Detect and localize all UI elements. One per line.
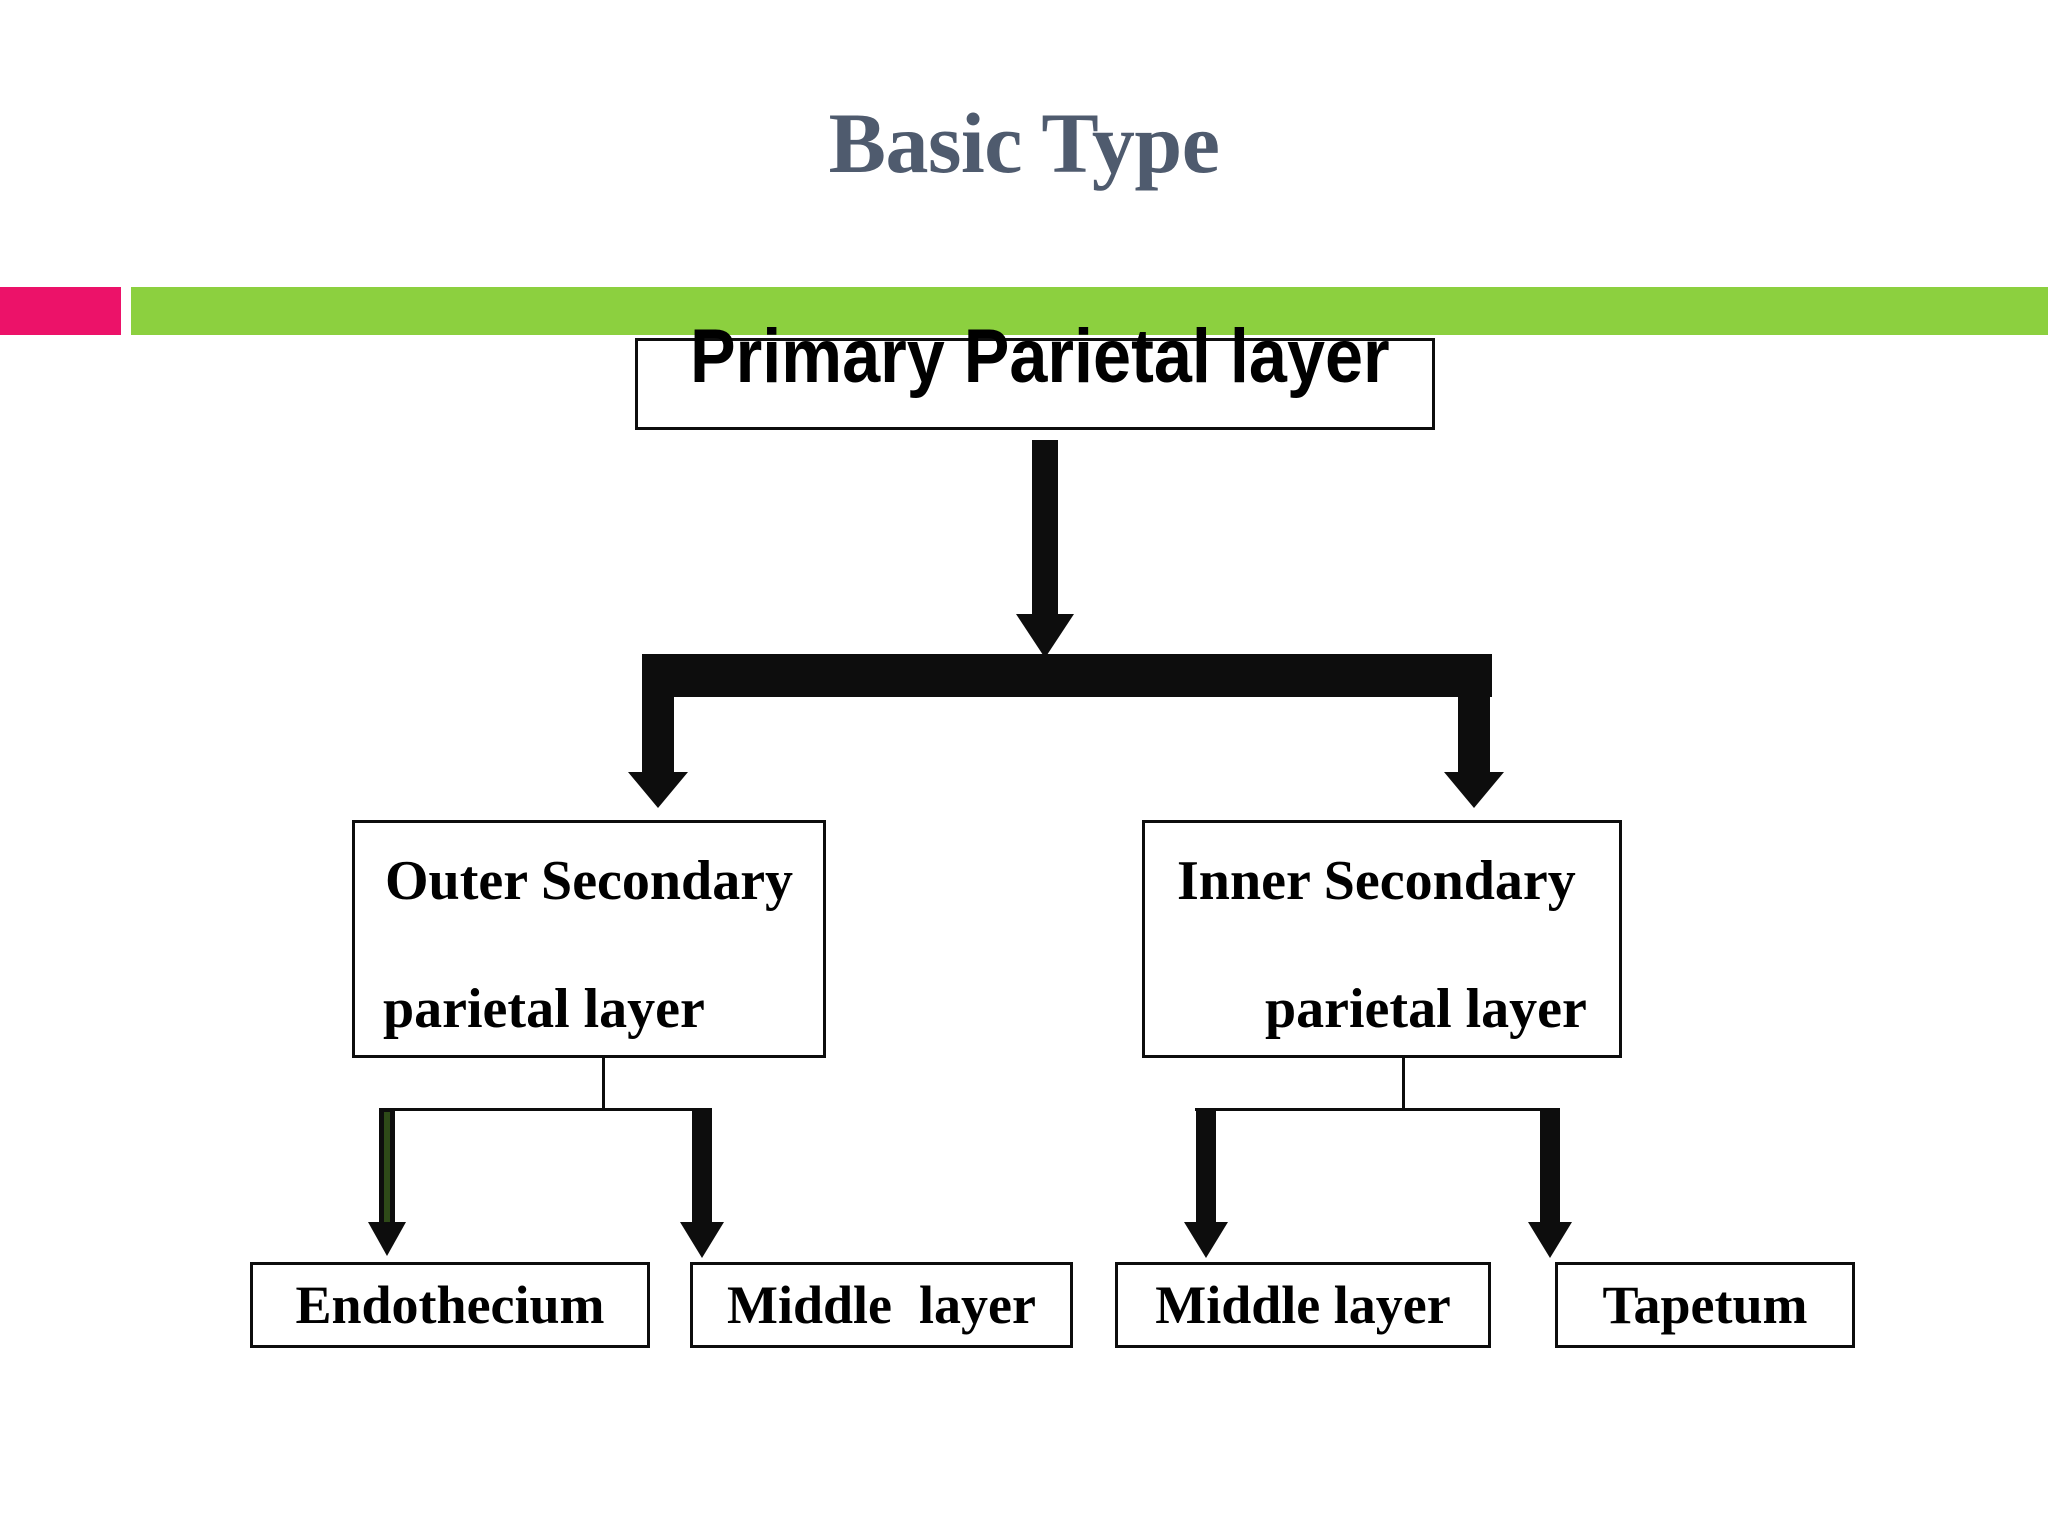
node-middle-layer-1: Middle layer <box>690 1262 1073 1348</box>
connector-outer-span <box>380 1108 705 1111</box>
connector-root-arrowhead-icon <box>1016 614 1074 658</box>
node-endothecium: Endothecium <box>250 1262 650 1348</box>
connector-endothecium-stem <box>379 1108 395 1230</box>
node-middle-layer-2: Middle layer <box>1115 1262 1491 1348</box>
node-inner-secondary-line1: Inner Secondary <box>1177 850 1576 912</box>
connector-endothecium-arrowhead-icon <box>368 1222 406 1256</box>
connector-root-left-arrowhead-icon <box>628 772 688 808</box>
connector-inner-drop <box>1402 1058 1405 1110</box>
accent-bar-pink <box>0 287 121 335</box>
connector-inner-span <box>1195 1108 1557 1111</box>
connector-middle-layer-2-arrowhead-icon <box>1184 1222 1228 1258</box>
connector-middle-layer-2-stem <box>1196 1108 1216 1234</box>
node-middle-layer-2-label: Middle layer <box>1155 1275 1451 1335</box>
node-outer-secondary-parietal-layer: Outer Secondary parietal layer <box>352 820 826 1058</box>
divider-bar-green <box>131 287 2048 335</box>
node-inner-secondary-line2: parietal layer <box>1265 978 1587 1040</box>
node-tapetum: Tapetum <box>1555 1262 1855 1348</box>
node-outer-secondary-line1: Outer Secondary <box>385 850 794 912</box>
connector-middle-layer-1-arrowhead-icon <box>680 1222 724 1258</box>
connector-root-horizontal-bar <box>642 654 1492 697</box>
page-title: Basic Type <box>828 95 1220 191</box>
connector-tapetum-arrowhead-icon <box>1528 1222 1572 1258</box>
node-tapetum-label: Tapetum <box>1602 1275 1808 1335</box>
connector-root-right-arrowhead-icon <box>1444 772 1504 808</box>
node-endothecium-label: Endothecium <box>295 1275 605 1335</box>
connector-root-stem <box>1032 440 1058 616</box>
connector-middle-layer-1-stem <box>692 1108 712 1234</box>
connector-root-right-stem <box>1458 654 1490 774</box>
connector-root-left-stem <box>642 654 674 774</box>
node-primary-parietal-layer-label: Primary Parietal layer <box>690 314 1390 399</box>
node-middle-layer-1-label: Middle layer <box>727 1275 1036 1335</box>
node-outer-secondary-line2: parietal layer <box>383 978 705 1040</box>
connector-tapetum-stem <box>1540 1108 1560 1234</box>
node-primary-parietal-layer: Primary Parietal layer <box>635 319 1435 430</box>
connector-outer-drop <box>602 1058 605 1110</box>
node-inner-secondary-parietal-layer: Inner Secondary parietal layer <box>1142 820 1622 1058</box>
